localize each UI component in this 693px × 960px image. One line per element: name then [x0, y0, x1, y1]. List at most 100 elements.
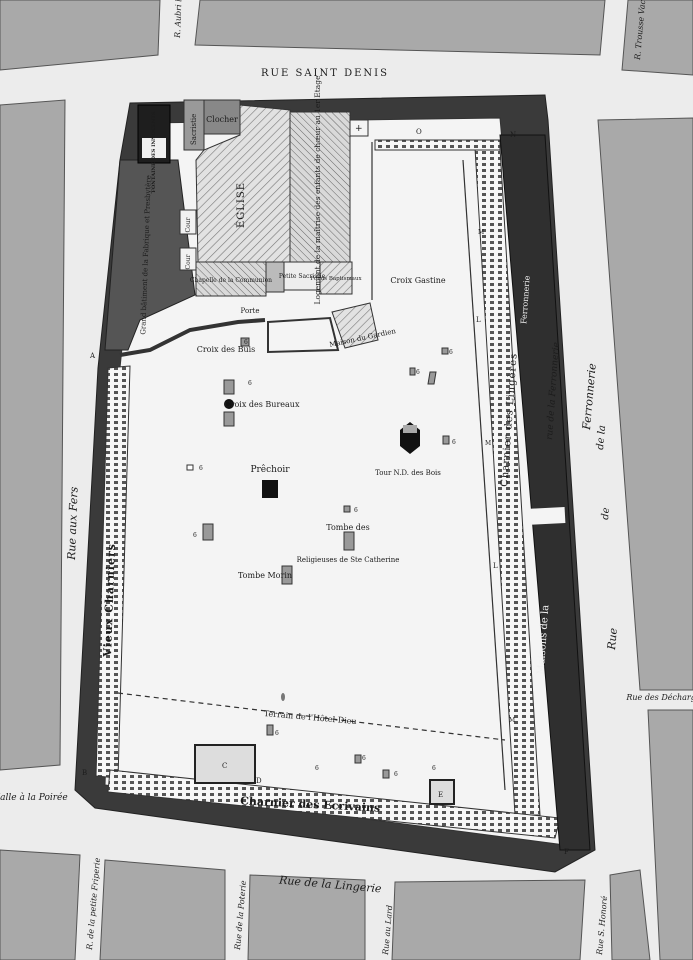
- label-halle-poiree: Halle à la Poirée: [0, 792, 68, 803]
- block-bottom-3: [247, 874, 366, 960]
- grand-batiment: [104, 159, 196, 351]
- label-clocher: Clocher: [206, 115, 238, 124]
- street-rue-au-lard: Rue au Lard: [381, 905, 394, 957]
- letter-m-2: M: [485, 440, 491, 447]
- label-chapelle: Chapelle de la Communion: [190, 277, 272, 284]
- letter-l-2: L: [493, 562, 498, 570]
- tomb-below-croix-bureaux: [223, 411, 235, 427]
- street-rue-des-dechargeurs: Rue des Déchargeurs: [625, 693, 693, 702]
- label-maisons-ferronnerie: Ferronnerie: [519, 275, 531, 324]
- block-bottom-2: [99, 859, 226, 960]
- maison-gardien-building: [331, 302, 379, 349]
- gardien-enclosure: [267, 316, 340, 354]
- grave-number: 6: [354, 507, 358, 514]
- street-de-la-right: de la: [595, 425, 608, 451]
- grave-number: 6: [416, 369, 420, 376]
- street-rue-right: Rue: [605, 627, 620, 651]
- tombe-morin-marker: [281, 565, 293, 585]
- label-logement: Logement de la maîtrise des enfants de c…: [313, 75, 322, 305]
- letter-o: O: [416, 128, 422, 136]
- letter-d: D: [256, 777, 262, 785]
- label-porte: Porte: [241, 307, 260, 315]
- grave-slab-s3: [266, 724, 274, 736]
- grave-number: 6: [394, 771, 398, 778]
- grave-number: 6: [244, 339, 248, 346]
- street-de-right: de: [600, 507, 612, 520]
- prechoir-marker: [262, 480, 278, 498]
- maisons-ferronnerie: [499, 134, 591, 851]
- grave-number: 6: [432, 765, 436, 772]
- label-cour-2: Cour: [185, 254, 192, 269]
- grave-slab-small: [186, 464, 194, 471]
- grave-slab-angled: [427, 371, 437, 385]
- block-top-left: [0, 0, 161, 71]
- arcade-south: [107, 769, 561, 839]
- label-prechoir: Prêchoir: [250, 464, 290, 475]
- letter-l-1: L: [476, 316, 481, 324]
- cour-box-1: [179, 209, 197, 235]
- grave-number: 6: [452, 439, 456, 446]
- logement-building: [289, 111, 351, 265]
- label-vieux-charniers: Vieux Charniers: [101, 543, 118, 658]
- label-eglise: ÉGLISE: [235, 182, 247, 228]
- grave-number: 6: [199, 465, 203, 472]
- fontaine-label-bg: [142, 138, 166, 158]
- grave-slab-s2: [382, 769, 390, 779]
- letter-f: F: [564, 848, 569, 856]
- grave-slab-ne: [441, 347, 449, 355]
- building-c-d: [194, 744, 256, 784]
- tomb-near-croix-bureaux: [223, 379, 235, 395]
- label-fonds-baptismaux: Fonds Baptismaux: [310, 276, 362, 282]
- letter-n: N: [510, 131, 516, 139]
- inner-east-wall: [462, 159, 506, 791]
- grave-number: 6: [193, 532, 197, 539]
- street-aubri-boucher: R. Aubri le Boucher: [173, 0, 185, 39]
- letter-c: C: [222, 762, 227, 770]
- block-top-right: [621, 0, 693, 76]
- letter-b: B: [82, 769, 87, 777]
- label-croix-gastine: Croix Gastine: [390, 276, 446, 285]
- arcade-north: [374, 139, 501, 151]
- label-tombe-des: Tombe des: [326, 523, 369, 532]
- label-croix-bureaux: Croix des Bureaux: [225, 400, 300, 409]
- wall-porte: [119, 318, 266, 357]
- grave-number: 6: [248, 380, 252, 387]
- street-rue-saint-denis: RUE SAINT DENIS: [261, 68, 389, 79]
- grave-slab-s1: [354, 754, 362, 764]
- small-cross: +: [355, 124, 363, 134]
- fonds-building: [319, 261, 353, 295]
- tour-top: [403, 425, 417, 433]
- letter-m-1: M: [478, 229, 484, 236]
- letter-e: E: [438, 791, 443, 799]
- label-sacristie: Sacristie: [190, 114, 198, 145]
- block-top-center: [194, 0, 606, 56]
- grave-number: 6: [362, 755, 366, 762]
- terrain-boundary: [117, 692, 506, 741]
- label-cour-1: Cour: [185, 217, 192, 232]
- small-cross-box: [349, 119, 369, 137]
- grave-slab-tiny: [343, 505, 351, 513]
- grave-slab-tour: [442, 435, 450, 445]
- block-right-upper: [597, 117, 693, 691]
- croix-bureaux-marker: [224, 399, 234, 409]
- label-croix-buis: Croix des Buis: [197, 345, 256, 354]
- label-maisons-de-la: Maisons de la: [536, 605, 552, 676]
- chapelle-building: [195, 261, 267, 297]
- croix-buis-marker: [240, 337, 250, 347]
- letter-m-3: M: [509, 717, 515, 724]
- tombe-religieuses-marker: [343, 531, 355, 551]
- grave-number: 6: [315, 765, 319, 772]
- grave-slab-west: [202, 523, 214, 541]
- street-rue-aux-fers: Rue aux Fers: [65, 486, 81, 561]
- building-e: [429, 779, 455, 805]
- block-bottom-5: [609, 869, 651, 960]
- street-ferronnerie: Ferronnerie: [580, 362, 599, 431]
- grave-number: 6: [449, 349, 453, 356]
- block-right-lower: [647, 709, 693, 960]
- label-religieuses: Religieuses de Ste Catherine: [297, 556, 400, 564]
- label-petite-sacristie: Petite Sacristie: [279, 273, 326, 280]
- block-bottom-4: [391, 879, 586, 960]
- label-tour-nd-bois: Tour N.D. des Bois: [375, 469, 441, 477]
